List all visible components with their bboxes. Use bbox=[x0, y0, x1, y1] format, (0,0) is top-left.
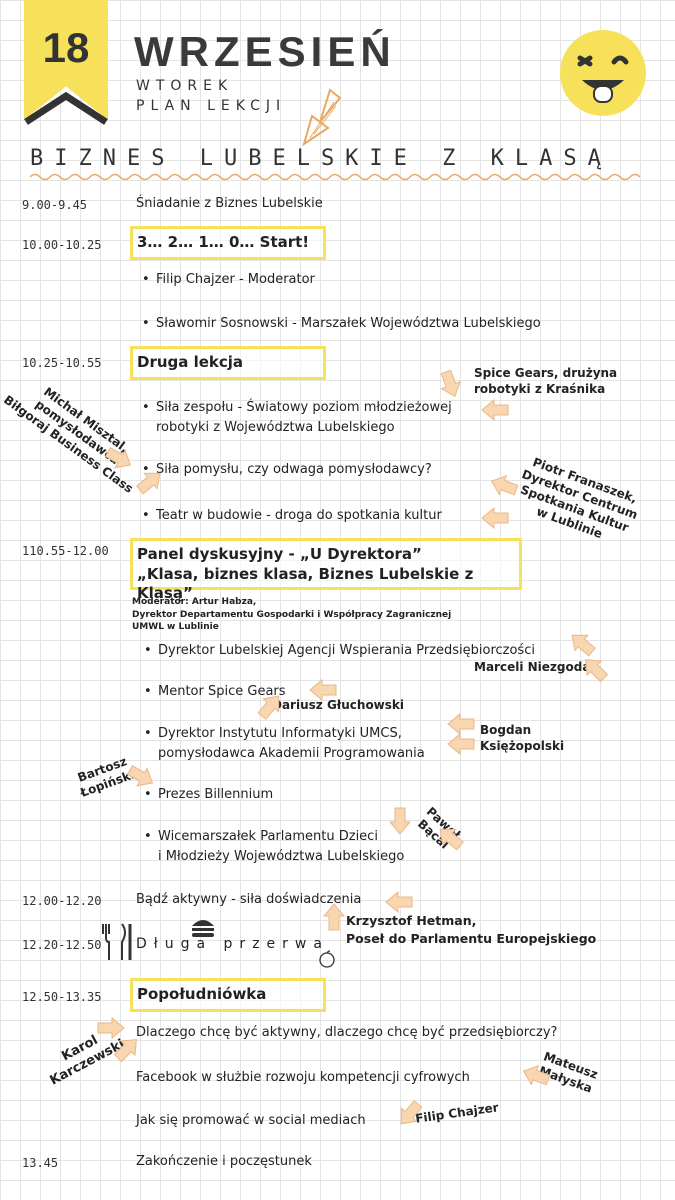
annotation: Paweł Bącal bbox=[406, 798, 471, 860]
arrow-icon bbox=[481, 399, 509, 421]
annotation: Bartosz Łopiński bbox=[67, 751, 143, 803]
annotation: Spice Gears, drużyna robotyki z Kraśnika bbox=[474, 366, 617, 397]
time-slot: 12.20-12.50 bbox=[22, 938, 102, 952]
section-title-box: Druga lekcja bbox=[130, 346, 326, 380]
schedule-item: Zakończenie i poczęstunek bbox=[136, 1154, 312, 1169]
list-item: Wicemarszałek Parlamentu Dzieci bbox=[144, 829, 378, 844]
schedule-item: Jak się promować w social mediach bbox=[136, 1113, 366, 1128]
chevron-icon bbox=[24, 91, 108, 125]
annotation-line: Bogdan bbox=[480, 723, 532, 737]
schedule-item: Dlaczego chcę być aktywny, dlaczego chcę… bbox=[136, 1025, 558, 1040]
list-item: Dyrektor Instytutu Informatyki UMCS, bbox=[144, 726, 402, 741]
section-title: Panel dyskusyjny - „U Dyrektora” bbox=[137, 545, 422, 563]
weekday: WTOREK bbox=[136, 78, 234, 94]
schedule-item: Facebook w służbie rozwoju kompetencji c… bbox=[136, 1070, 470, 1085]
arrow-icon bbox=[481, 507, 509, 529]
list-item: Sławomir Sosnowski - Marszałek Województ… bbox=[142, 316, 541, 331]
schedule-item: Śniadanie z Biznes Lubelskie bbox=[136, 196, 323, 211]
list-item-continued: pomysłodawca Akademii Programowania bbox=[158, 746, 425, 761]
annotation-line: Krzysztof Hetman, bbox=[346, 913, 477, 928]
arrow-icon bbox=[323, 903, 345, 931]
annotation: Mateusz Małyska bbox=[525, 1045, 610, 1101]
annotation: Marceli Niezgoda bbox=[474, 660, 591, 674]
smiley-icon bbox=[560, 30, 646, 116]
section-title-box: 3… 2… 1… 0… Start! bbox=[130, 226, 326, 260]
time-slot: 10.00-10.25 bbox=[22, 238, 102, 252]
annotation: Bogdan Księżopolski bbox=[480, 722, 564, 754]
moderator-info: Moderator: Artur Habza, Dyrektor Departa… bbox=[132, 596, 451, 634]
list-item: Filip Chajzer - Moderator bbox=[142, 272, 315, 287]
annotation-line: robotyki z Kraśnika bbox=[474, 381, 606, 396]
arrow-icon bbox=[447, 733, 475, 755]
section-title: 3… 2… 1… 0… Start! bbox=[137, 233, 310, 251]
list-item: Dyrektor Lubelskiej Agencji Wspierania P… bbox=[144, 643, 535, 658]
list-item: Teatr w budowie - droga do spotkania kul… bbox=[142, 508, 442, 523]
headline: BIZNES LUBELSKIE Z KLASĄ bbox=[30, 146, 612, 171]
annotation: Michał Misztal, pomysłodawca Biłgoraj Bu… bbox=[0, 364, 159, 500]
list-item-continued: i Młodzieży Województwa Lubelskiego bbox=[158, 849, 405, 864]
moderator-line: UMWL w Lublinie bbox=[132, 622, 219, 633]
annotation-line: Spice Gears, drużyna bbox=[474, 366, 618, 380]
time-slot: 13.45 bbox=[22, 1156, 59, 1170]
arrow-icon bbox=[447, 713, 475, 735]
month-title: WRZESIEŃ bbox=[134, 28, 396, 75]
time-slot: 12.00-12.20 bbox=[22, 894, 102, 908]
annotation-line: Księżopolski bbox=[480, 739, 565, 754]
apple-icon bbox=[319, 950, 335, 968]
section-title: Popołudniówka bbox=[137, 985, 267, 1003]
list-item: Siła pomysłu, czy odwaga pomysłodawcy? bbox=[142, 462, 432, 477]
day-number: 18 bbox=[42, 24, 90, 71]
annotation-line: pomysłodawca bbox=[32, 397, 122, 468]
arrow-icon bbox=[565, 627, 599, 661]
moderator-line: Dyrektor Departamentu Gospodarki i Współ… bbox=[132, 609, 452, 620]
time-slot: 110.55-12.00 bbox=[22, 544, 109, 558]
annotation: Dariusz Głuchowski bbox=[272, 698, 405, 712]
section-title-box: Panel dyskusyjny - „U Dyrektora” „Klasa,… bbox=[130, 538, 522, 602]
annotation: Karol Karczewski bbox=[32, 1018, 136, 1094]
section-title: Druga lekcja bbox=[137, 353, 244, 371]
time-slot: 9.00-9.45 bbox=[22, 198, 88, 212]
cutlery-icon bbox=[102, 923, 132, 960]
squiggle-divider bbox=[30, 173, 640, 181]
schedule-item: Bądź aktywny - siła doświadczenia bbox=[136, 892, 362, 907]
list-item: Mentor Spice Gears bbox=[144, 684, 285, 699]
time-slot: 10.25-10.55 bbox=[22, 356, 102, 370]
plan-label: PLAN LEKCJI bbox=[136, 98, 287, 114]
moderator-line: Moderator: Artur Habza, bbox=[132, 597, 257, 607]
annotation: Filip Chajzer bbox=[414, 1100, 500, 1126]
annotation-line: Poseł do Parlamentu Europejskiego bbox=[346, 930, 597, 946]
section-title: „Klasa, biznes klasa, Biznes Lubelskie z… bbox=[137, 564, 474, 603]
list-item: Siła zespołu - Światowy poziom młodzieżo… bbox=[142, 398, 476, 438]
arrow-icon bbox=[385, 891, 413, 913]
section-title-box: Popołudniówka bbox=[130, 978, 326, 1012]
arrow-icon bbox=[436, 368, 465, 401]
burger-icon bbox=[192, 920, 214, 937]
list-item: Prezes Billennium bbox=[144, 787, 273, 802]
annotation: Krzysztof Hetman, Poseł do Parlamentu Eu… bbox=[346, 912, 596, 947]
arrow-icon bbox=[309, 679, 337, 701]
hatched-arrow-icon bbox=[302, 88, 342, 147]
schedule-item: Długa przerwa bbox=[136, 936, 329, 952]
time-slot: 12.50-13.35 bbox=[22, 990, 102, 1004]
